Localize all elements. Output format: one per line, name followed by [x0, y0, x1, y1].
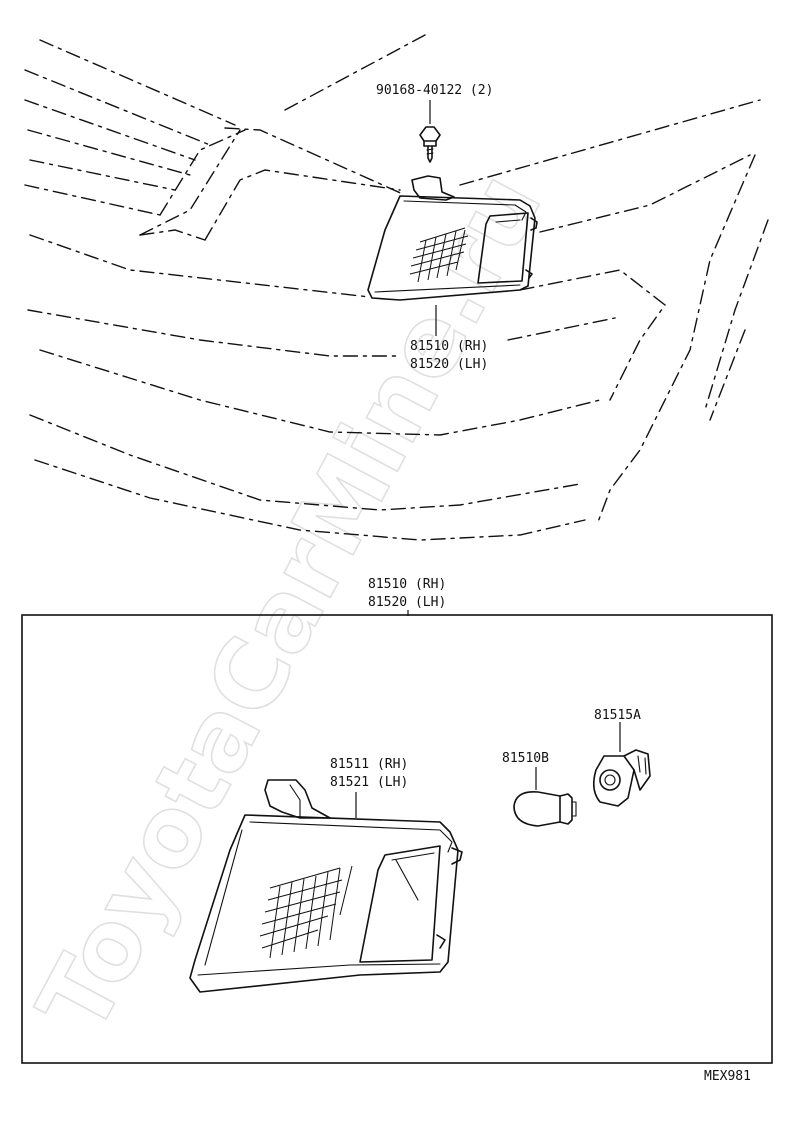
bulb-icon [513, 790, 577, 827]
diagram-code: MEX981 [704, 1069, 751, 1084]
socket-label: 81515A [594, 708, 641, 723]
screw-part-label: 90168-40122 (2) [376, 83, 493, 98]
upper-lamp-rh-label: 81510 (RH) [410, 339, 488, 354]
upper-corner-lamp-icon [367, 175, 538, 301]
socket-icon [592, 749, 651, 807]
vehicle-body-outline [24, 34, 769, 541]
lamp-lens-rh-label: 81511 (RH) [330, 757, 408, 772]
screw-icon [419, 126, 441, 163]
assembly-title-rh: 81510 (RH) [368, 577, 446, 592]
upper-lamp-lh-label: 81520 (LH) [410, 357, 488, 372]
lamp-lens-icon [189, 779, 463, 993]
assembly-box [21, 614, 773, 1064]
lamp-lens-lh-label: 81521 (LH) [330, 775, 408, 790]
assembly-title-lh: 81520 (LH) [368, 595, 446, 610]
bulb-label: 81510B [502, 751, 549, 766]
